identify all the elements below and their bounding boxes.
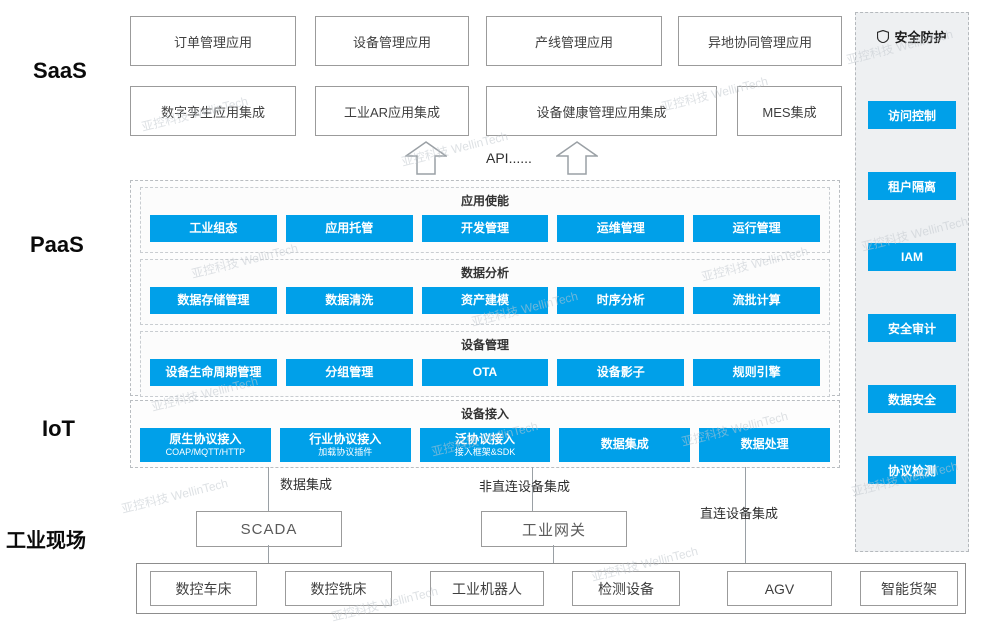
device-industrial-robot: 工业机器人	[430, 571, 544, 606]
security-panel-title: 安全防护	[894, 30, 947, 45]
saas-box-mes: MES集成	[737, 86, 842, 136]
iot-data-integration: 数据集成	[559, 428, 691, 462]
connector-label-indirect-devices: 非直连设备集成	[479, 479, 571, 494]
security-item-access-control: 访问控制	[868, 101, 956, 129]
up-arrow-icon	[405, 141, 447, 175]
scada-box: SCADA	[196, 511, 342, 547]
paas-capability-asset-modeling: 资产建模	[421, 287, 549, 314]
iot-item-label: 泛协议接入	[454, 431, 515, 446]
iot-native-protocol-access: 原生协议接入 COAP/MQTT/HTTP	[140, 428, 271, 462]
security-item-data-security: 数据安全	[868, 385, 956, 413]
paas-capability-stream-batch: 流批计算	[693, 287, 820, 314]
paas-section-title: 应用使能	[460, 194, 509, 208]
paas-capability-grouping: 分组管理	[285, 359, 413, 386]
connector-label-data-integration: 数据集成	[280, 477, 333, 492]
security-item-iam: IAM	[868, 243, 956, 271]
paas-section-title: 设备管理	[460, 338, 509, 352]
connector-line-scada	[268, 467, 269, 511]
device-cnc-mill: 数控铣床	[285, 571, 392, 606]
paas-capability-data-cleaning: 数据清洗	[285, 287, 413, 314]
paas-capability-runtime-management: 运行管理	[693, 215, 820, 242]
device-cnc-lathe: 数控车床	[150, 571, 257, 606]
up-arrow-icon	[556, 141, 598, 175]
paas-capability-ota: OTA	[421, 359, 549, 386]
paas-capability-timeseries-analysis: 时序分析	[557, 287, 685, 314]
device-inspection-equipment: 检测设备	[572, 571, 680, 606]
iot-item-sublabel: COAP/MQTT/HTTP	[165, 446, 246, 457]
iot-item-sublabel: 加载协议插件	[318, 446, 373, 457]
paas-section-data-analysis: 数据分析 数据存储管理 数据清洗 资产建模 时序分析 流批计算	[140, 259, 830, 325]
iot-container: 设备接入 原生协议接入 COAP/MQTT/HTTP 行业协议接入 加载协议插件…	[130, 400, 840, 468]
layer-label-saas: SaaS	[33, 58, 87, 83]
security-item-protocol-detection: 协议检测	[868, 456, 956, 484]
layer-label-field: 工业现场	[6, 530, 86, 552]
security-panel-header: 安全防护	[856, 27, 968, 46]
paas-capability-app-hosting: 应用托管	[285, 215, 413, 242]
layer-label-iot: IoT	[42, 416, 75, 441]
iot-item-label: 数据集成	[600, 437, 649, 452]
connector-line-gateway	[532, 467, 533, 511]
saas-box-digital-twin: 数字孪生应用集成	[130, 86, 296, 136]
paas-section-title: 数据分析	[460, 266, 509, 280]
iot-pan-protocol-access: 泛协议接入 接入框架&SDK	[419, 428, 551, 462]
device-agv: AGV	[727, 571, 832, 606]
saas-box-device-health: 设备健康管理应用集成	[486, 86, 717, 136]
industrial-gateway-box: 工业网关	[481, 511, 627, 547]
paas-container: 应用使能 工业组态 应用托管 开发管理 运维管理 运行管理 数据分析 数据存储管…	[130, 180, 840, 397]
paas-capability-data-storage: 数据存储管理	[150, 287, 277, 314]
paas-capability-dev-management: 开发管理	[421, 215, 549, 242]
security-item-security-audit: 安全审计	[868, 314, 956, 342]
iot-item-label: 数据处理	[740, 437, 789, 452]
saas-box-line-management: 产线管理应用	[486, 16, 662, 66]
iot-item-label: 行业协议接入	[309, 431, 382, 446]
saas-box-industrial-ar: 工业AR应用集成	[315, 86, 469, 136]
api-label: API......	[486, 150, 532, 166]
saas-box-order-management: 订单管理应用	[130, 16, 296, 66]
paas-section-device-management: 设备管理 设备生命周期管理 分组管理 OTA 设备影子 规则引擎	[140, 331, 830, 397]
paas-capability-lifecycle: 设备生命周期管理	[150, 359, 277, 386]
shield-icon	[877, 30, 890, 43]
paas-section-app-enablement: 应用使能 工业组态 应用托管 开发管理 运维管理 运行管理	[140, 187, 830, 253]
iot-data-processing: 数据处理	[699, 428, 830, 462]
iot-industry-protocol-access: 行业协议接入 加载协议插件	[279, 428, 411, 462]
security-panel: 安全防护 访问控制 租户隔离 IAM 安全审计 数据安全 协议检测	[855, 12, 969, 552]
iot-section-title: 设备接入	[460, 407, 509, 421]
connector-line-gateway-down	[553, 545, 554, 563]
connector-label-direct-devices: 直连设备集成	[700, 506, 779, 521]
device-smart-shelf: 智能货架	[860, 571, 958, 606]
connector-line-direct	[745, 467, 746, 563]
iot-item-sublabel: 接入框架&SDK	[454, 446, 516, 457]
paas-capability-device-shadow: 设备影子	[557, 359, 685, 386]
field-devices-container	[136, 563, 966, 614]
layer-label-paas: PaaS	[30, 232, 84, 257]
connector-line-scada-down	[268, 545, 269, 563]
saas-box-remote-collab: 异地协同管理应用	[678, 16, 842, 66]
paas-capability-rule-engine: 规则引擎	[693, 359, 820, 386]
paas-capability-ops-management: 运维管理	[557, 215, 685, 242]
iot-item-label: 原生协议接入	[169, 431, 242, 446]
security-item-tenant-isolation: 租户隔离	[868, 172, 956, 200]
saas-box-device-management: 设备管理应用	[315, 16, 469, 66]
paas-capability-industrial-config: 工业组态	[150, 215, 277, 242]
